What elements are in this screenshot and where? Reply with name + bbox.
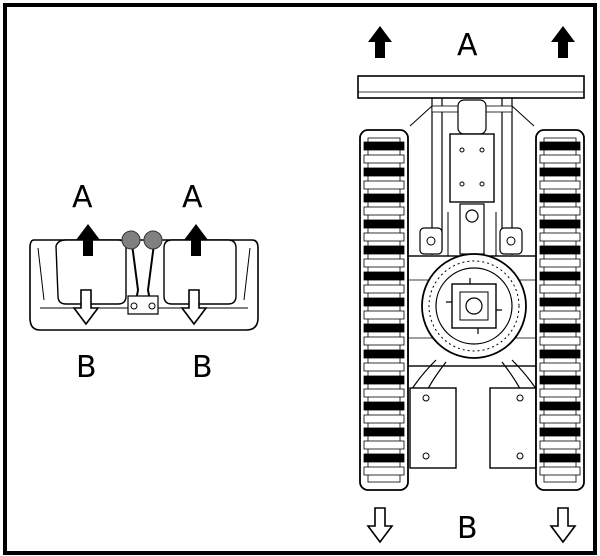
track-shoe [363, 440, 405, 450]
lever-console [29, 230, 259, 331]
track-shoe [363, 245, 405, 255]
track-shoe [539, 167, 581, 177]
track-shoe [363, 258, 405, 268]
track-shoe [539, 232, 581, 242]
track-shoe [539, 401, 581, 411]
track-shoe [539, 297, 581, 307]
track-shoe [539, 323, 581, 333]
track-shoe [363, 466, 405, 476]
track-shoe [539, 414, 581, 424]
track-shoe [363, 349, 405, 359]
machine-label-b: B [457, 511, 478, 546]
track-shoe [539, 310, 581, 320]
track-shoe [363, 375, 405, 385]
track-shoe [539, 193, 581, 203]
right-lever-label-a: A [182, 180, 203, 215]
right-lever-label-b: B [192, 350, 213, 385]
track-shoe [363, 414, 405, 424]
track-shoe [539, 284, 581, 294]
track-shoe [539, 375, 581, 385]
track-shoe [363, 401, 405, 411]
left-lever-label-b: B [76, 350, 97, 385]
track-shoe [363, 284, 405, 294]
track-shoe [363, 453, 405, 463]
track-shoe [539, 271, 581, 281]
track-shoe [363, 193, 405, 203]
left-lever-knob [121, 230, 141, 250]
track-shoe [539, 336, 581, 346]
track-shoe [539, 453, 581, 463]
boom [449, 133, 495, 203]
machine-left-forward-arrow-icon [368, 26, 392, 58]
machine-right-reverse-arrow-icon [550, 507, 576, 543]
track-shoe [363, 232, 405, 242]
track-shoe [539, 245, 581, 255]
track-shoe [539, 388, 581, 398]
machine-right-forward-arrow-icon [551, 26, 575, 58]
track-shoe [363, 310, 405, 320]
machine-label-a: A [457, 28, 478, 63]
track-shoe [363, 271, 405, 281]
track-shoe [363, 167, 405, 177]
track-shoe [539, 180, 581, 190]
track-shoe [539, 206, 581, 216]
track-shoe [539, 154, 581, 164]
track-shoe [363, 141, 405, 151]
track-shoe [363, 388, 405, 398]
track-shoe [539, 466, 581, 476]
track-shoe [363, 206, 405, 216]
dozer-blade [357, 75, 585, 99]
track-shoe [539, 362, 581, 372]
track-shoe [363, 427, 405, 437]
right-lever-knob [143, 230, 163, 250]
track-shoe [539, 141, 581, 151]
track-shoe [539, 219, 581, 229]
track-shoe [363, 180, 405, 190]
track-shoe [539, 258, 581, 268]
track-shoe [363, 297, 405, 307]
track-shoe [363, 219, 405, 229]
track-shoe [363, 336, 405, 346]
track-shoe [363, 362, 405, 372]
track-shoe [539, 427, 581, 437]
track-shoe [363, 154, 405, 164]
track-shoe [539, 349, 581, 359]
track-shoe [539, 440, 581, 450]
track-shoes [363, 141, 581, 476]
machine-left-reverse-arrow-icon [367, 507, 393, 543]
track-shoe [363, 323, 405, 333]
left-lever-label-a: A [72, 180, 93, 215]
